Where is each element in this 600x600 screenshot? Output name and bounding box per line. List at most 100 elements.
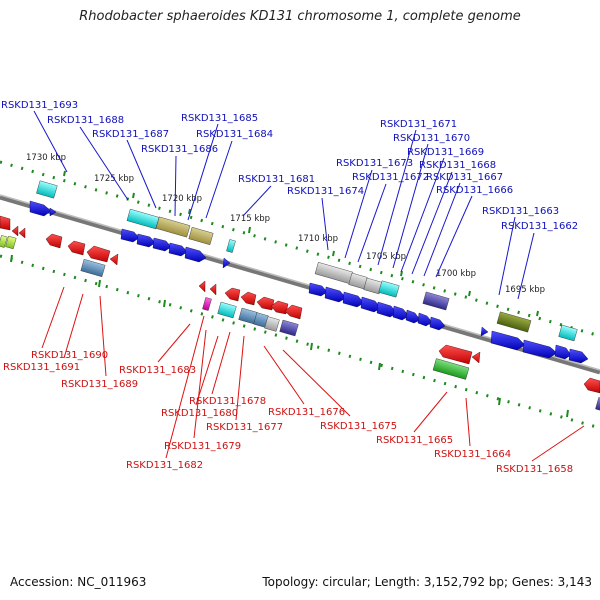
- gene-arrow: [256, 296, 275, 311]
- gene-arrow: [284, 304, 303, 320]
- gene-label[interactable]: RSKD131_1670: [393, 133, 470, 144]
- gene-box: [314, 262, 354, 284]
- gene-label[interactable]: RSKD131_1690: [31, 350, 108, 361]
- gene-label[interactable]: RSKD131_1687: [92, 129, 169, 140]
- gene-box: [188, 226, 214, 246]
- gene-arrow: [554, 344, 572, 360]
- kbp-label: 1715 kbp: [230, 214, 270, 224]
- gene-label[interactable]: RSKD131_1680: [161, 408, 238, 419]
- gene-box: [5, 235, 17, 250]
- map-title: Rhodobacter sphaeroides KD131 chromosome…: [79, 9, 521, 24]
- gene-label[interactable]: RSKD131_1677: [206, 422, 283, 433]
- gene-label[interactable]: RSKD131_1675: [320, 421, 397, 432]
- gene-arrow: [109, 253, 119, 266]
- gene-arrow: [209, 283, 217, 296]
- gene-label[interactable]: RSKD131_1669: [407, 147, 484, 158]
- gene-box: [0, 235, 8, 248]
- gene-label[interactable]: RSKD131_1658: [496, 464, 573, 475]
- gene-box: [80, 258, 106, 278]
- gene-arrow: [136, 233, 156, 248]
- gene-box: [496, 311, 532, 333]
- gene-box: [126, 208, 160, 230]
- gene-arrow: [583, 377, 600, 394]
- gene-box: [226, 239, 236, 253]
- gene-label[interactable]: RSKD131_1668: [419, 160, 496, 171]
- upper-leader-lines: [33, 110, 535, 300]
- gene-label[interactable]: RSKD131_1674: [287, 186, 364, 197]
- upper-colored-genes: [36, 180, 578, 342]
- gene-label[interactable]: RSKD131_1667: [426, 172, 503, 183]
- gene-box: [558, 324, 578, 342]
- gene-arrow: [168, 242, 188, 257]
- gene-box: [217, 301, 237, 319]
- gene-label[interactable]: RSKD131_1686: [141, 144, 218, 155]
- gene-arrow: [270, 300, 289, 315]
- gene-arrow: [224, 287, 241, 302]
- gene-arrow: [429, 316, 446, 331]
- gene-arrow: [86, 245, 111, 263]
- gene-arrow: [568, 348, 589, 364]
- gene-label[interactable]: RSKD131_1683: [119, 365, 196, 376]
- gene-label[interactable]: RSKD131_1665: [376, 435, 453, 446]
- gene-arrow: [11, 225, 19, 237]
- gene-arrow: [405, 309, 421, 324]
- gene-label[interactable]: RSKD131_1684: [196, 129, 273, 140]
- gene-label[interactable]: RSKD131_1663: [482, 206, 559, 217]
- reverse-genes: [0, 215, 600, 394]
- gene-label[interactable]: RSKD131_1678: [189, 396, 266, 407]
- gene-box: [202, 297, 212, 311]
- gene-arrow: [240, 291, 257, 306]
- accession-text: Accession: NC_011963: [10, 575, 147, 589]
- gene-label[interactable]: RSKD131_1664: [434, 449, 511, 460]
- gene-label[interactable]: RSKD131_1679: [164, 441, 241, 452]
- gene-arrow: [438, 344, 473, 365]
- gene-arrow: [152, 237, 172, 252]
- gene-arrow: [29, 200, 52, 217]
- gene-label[interactable]: RSKD131_1666: [436, 185, 513, 196]
- kbp-label: 1720 kbp: [162, 194, 202, 204]
- gene-label[interactable]: RSKD131_1662: [501, 221, 578, 232]
- kbp-label: 1705 kbp: [366, 252, 406, 262]
- gene-label[interactable]: RSKD131_1672: [352, 172, 429, 183]
- gene-box: [432, 358, 470, 380]
- gene-arrow: [18, 227, 26, 239]
- gene-arrow: [392, 305, 410, 321]
- gene-arrow: [342, 291, 365, 308]
- gene-arrow: [45, 233, 63, 249]
- gene-arrow: [490, 330, 526, 351]
- gene-label[interactable]: RSKD131_1673: [336, 158, 413, 169]
- gene-arrow: [0, 215, 11, 231]
- gene-arrow: [522, 339, 558, 359]
- gene-arrow: [222, 257, 231, 269]
- kbp-label: 1730 kbp: [26, 153, 66, 163]
- gene-arrow: [67, 240, 86, 256]
- gene-box: [422, 291, 450, 311]
- gene-arrow: [308, 282, 328, 297]
- gene-arrow: [417, 312, 433, 327]
- gene-label[interactable]: RSKD131_1671: [380, 119, 457, 130]
- gene-box: [595, 397, 600, 411]
- gene-arrow: [324, 286, 347, 303]
- gene-box: [36, 180, 58, 199]
- gene-label[interactable]: RSKD131_1676: [268, 407, 345, 418]
- kbp-label: 1695 kbp: [505, 285, 545, 295]
- gene-label[interactable]: RSKD131_1685: [181, 113, 258, 124]
- topology-text: Topology: circular; Length: 3,152,792 bp…: [262, 575, 592, 589]
- major-ticks: [10, 170, 569, 418]
- forward-genes: [29, 200, 589, 364]
- kbp-label: 1700 kbp: [436, 269, 476, 279]
- gene-label[interactable]: RSKD131_1693: [1, 100, 78, 111]
- gene-box: [279, 319, 299, 337]
- gene-label[interactable]: RSKD131_1688: [47, 115, 124, 126]
- gene-arrow: [471, 351, 481, 364]
- gene-label[interactable]: RSKD131_1691: [3, 362, 80, 373]
- gene-label[interactable]: RSKD131_1689: [61, 379, 138, 390]
- lower-leader-lines: [41, 286, 585, 462]
- kbp-label: 1710 kbp: [298, 234, 338, 244]
- gene-label[interactable]: RSKD131_1681: [238, 174, 315, 185]
- gene-label[interactable]: RSKD131_1682: [126, 460, 203, 471]
- gene-arrow: [198, 280, 206, 293]
- gene-arrow: [49, 207, 57, 217]
- gene-box: [264, 316, 280, 332]
